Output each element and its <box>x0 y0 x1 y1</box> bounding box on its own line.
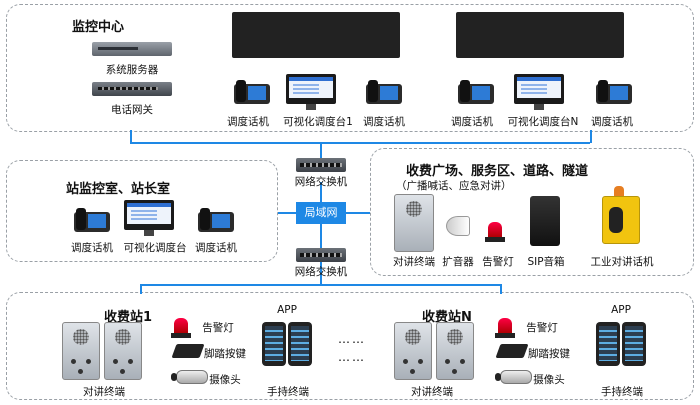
station-room-phone-right-label: 调度话机 <box>195 242 237 254</box>
stationN-camera-label: 摄像头 <box>533 374 565 386</box>
station-room-console-label: 可视化调度台 <box>123 242 187 254</box>
network-switch-bottom-label: 网络交换机 <box>294 266 348 278</box>
handheld-terminal-image-2 <box>622 322 646 366</box>
plaza-box <box>370 148 694 276</box>
stationN-alarm-label: 告警灯 <box>526 322 558 334</box>
stationN-title: 收费站N <box>422 310 472 325</box>
stationN-intercom-image-2 <box>436 322 474 380</box>
toll-stations-box <box>6 292 694 400</box>
sip-speaker-image <box>530 196 560 246</box>
ellipsis: …… <box>338 332 366 346</box>
station1-handheld-label: 手持终端 <box>267 386 309 398</box>
station1-app-label: APP <box>277 304 297 316</box>
beacon-icon <box>614 186 624 196</box>
stationN-intercom-image <box>394 322 432 380</box>
top-bus-drop-left <box>130 130 132 143</box>
switch-bottom-link <box>320 262 322 284</box>
bottom-bus-drop-right <box>500 284 502 294</box>
handheld-terminal-image <box>596 322 620 366</box>
dispatch-phone-icon <box>596 80 632 104</box>
station1-camera-label: 摄像头 <box>209 374 241 386</box>
alarm-light-icon <box>171 318 191 338</box>
network-switch-top-label: 网络交换机 <box>294 176 348 188</box>
visual-console-n-image <box>514 74 564 110</box>
network-switch-top-image <box>296 158 346 172</box>
video-wall-1b-image <box>290 12 400 58</box>
bottom-bus-drop-left <box>140 284 142 294</box>
station1-intercom-image <box>62 322 100 380</box>
group1-phone-right-label: 调度话机 <box>363 116 405 128</box>
top-bus-drop-right <box>590 130 592 143</box>
alarm-light-icon <box>485 222 505 242</box>
top-bus-line <box>130 142 590 144</box>
phone-gateway-label: 电话网关 <box>111 104 153 116</box>
plaza-link <box>346 212 370 214</box>
amplifier-icon <box>446 216 470 236</box>
bottom-bus-line <box>140 284 500 286</box>
network-switch-bottom-image <box>296 248 346 262</box>
dispatch-phone-icon <box>234 80 270 104</box>
industrial-phone-image <box>602 196 640 244</box>
dispatch-phone-icon <box>366 80 402 104</box>
plaza-title: 收费广场、服务区、道路、隧道 <box>406 164 589 179</box>
visual-console-1-image <box>286 74 336 110</box>
plaza-sip-speaker-label: SIP音箱 <box>527 256 565 268</box>
plaza-amplifier-label: 扩音器 <box>442 256 474 268</box>
groupN-phone-left-label: 调度话机 <box>451 116 493 128</box>
dispatch-phone-icon <box>458 80 494 104</box>
plaza-intercom-label: 对讲终端 <box>393 256 435 268</box>
system-server-image <box>92 42 172 56</box>
station1-pedal-label: 脚踏按键 <box>204 348 246 360</box>
handheld-terminal-image <box>262 322 286 366</box>
system-server-label: 系统服务器 <box>105 64 159 76</box>
station-room-title: 站监控室、站长室 <box>66 182 171 197</box>
groupN-phone-right-label: 调度话机 <box>591 116 633 128</box>
stationN-handheld-label: 手持终端 <box>601 386 643 398</box>
plaza-subtitle: （广播喊话、应急对讲） <box>396 180 512 192</box>
camera-icon <box>171 370 208 384</box>
station1-intercom-label: 对讲终端 <box>83 386 125 398</box>
visual-console-image <box>124 200 174 236</box>
video-wall-nb-image <box>514 12 624 58</box>
ellipsis-2: …… <box>338 350 366 364</box>
stationN-intercom-label: 对讲终端 <box>411 386 453 398</box>
station-room-phone-left-label: 调度话机 <box>71 242 113 254</box>
plaza-industrial-phone-label: 工业对讲话机 <box>590 256 654 268</box>
group1-phone-left-label: 调度话机 <box>227 116 269 128</box>
plaza-alarm-label: 告警灯 <box>482 256 514 268</box>
station1-title: 收费站1 <box>104 310 153 325</box>
station-room-box <box>6 160 278 262</box>
station1-alarm-label: 告警灯 <box>202 322 234 334</box>
group1-console-label: 可视化调度台1 <box>283 116 353 128</box>
plaza-intercom-image <box>394 194 434 252</box>
monitoring-center-box <box>6 4 694 132</box>
stationN-pedal-label: 脚踏按键 <box>528 348 570 360</box>
phone-gateway-image <box>92 82 172 96</box>
dispatch-phone-icon <box>74 208 110 232</box>
handheld-terminal-image-2 <box>288 322 312 366</box>
lan-label: 局域网 <box>296 202 346 224</box>
stationN-app-label: APP <box>611 304 631 316</box>
station1-intercom-image-2 <box>104 322 142 380</box>
alarm-light-icon <box>495 318 515 338</box>
groupN-console-label: 可视化调度台N <box>507 116 579 128</box>
switch-top-link <box>320 142 322 160</box>
monitoring-center-title: 监控中心 <box>72 20 125 35</box>
camera-icon <box>495 370 532 384</box>
dispatch-phone-icon <box>198 208 234 232</box>
station-room-link <box>278 212 296 214</box>
